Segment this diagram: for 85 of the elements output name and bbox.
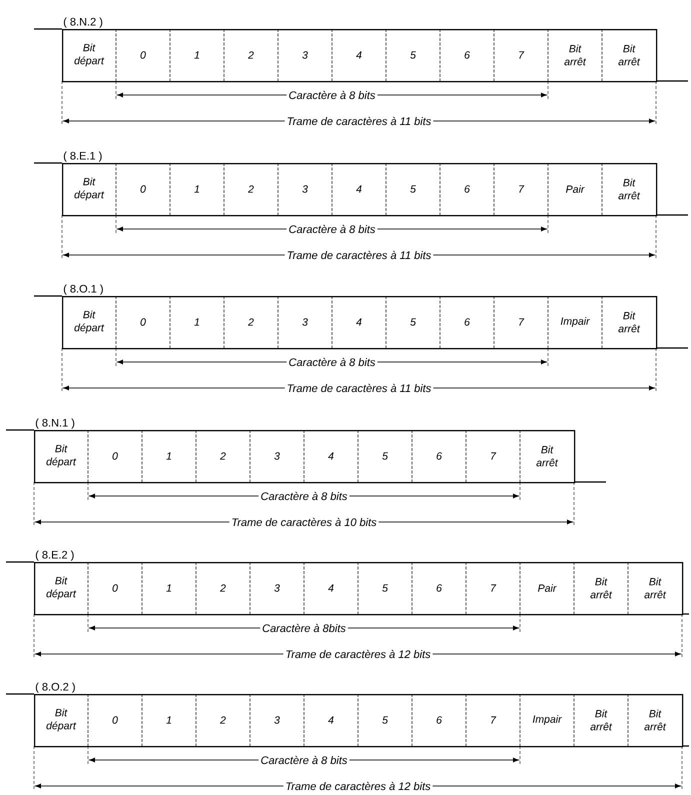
bit-label: 3	[302, 51, 308, 59]
bit-label: 7	[519, 318, 524, 326]
bit-label: 0	[140, 185, 146, 193]
bit-label: Bit arrêt	[590, 578, 612, 598]
bit-label: 5	[410, 185, 416, 193]
node-label: ( 8.E.2 )	[36, 550, 74, 561]
bit-label: 6	[436, 584, 442, 592]
bit-label: 2	[220, 452, 226, 460]
bit-label: 3	[302, 185, 308, 193]
dimension-label: Trame de caractères à 11 bits	[284, 382, 434, 394]
bit-label: Bit arrêt	[590, 710, 612, 730]
bit-label: 1	[194, 185, 200, 193]
bit-label: 4	[356, 318, 362, 326]
dimension-label: Caractère à 8 bits	[286, 88, 378, 102]
bit-label: 2	[220, 584, 226, 592]
bit-label: 5	[410, 51, 416, 59]
bit-label: Pair	[566, 185, 585, 193]
dimension-label: Caractère à 8 bits	[258, 754, 350, 766]
bit-label: 6	[436, 452, 442, 460]
bit-label: Bit arrêt	[644, 578, 666, 598]
bit-label: 4	[328, 452, 334, 460]
bit-label: 4	[328, 716, 334, 724]
dimension-label: Trame de caractères à 10 bits	[229, 516, 379, 528]
bit-label: 1	[166, 584, 172, 592]
bit-label: 2	[248, 185, 254, 193]
bit-label: 5	[382, 716, 388, 724]
bit-label: 3	[274, 584, 280, 592]
bit-label: 1	[166, 716, 172, 724]
bit-label: Bit départ	[74, 178, 104, 200]
bit-label: 7	[519, 185, 524, 193]
bit-label: 5	[410, 318, 416, 326]
node-label: ( 8.O.2 )	[36, 682, 75, 693]
bit-label: 6	[464, 318, 470, 326]
bit-label: 3	[302, 318, 308, 326]
bit-label: Impair	[532, 715, 562, 725]
dimension-label: Trame de caractères à 11 bits	[284, 114, 434, 128]
bit-label: 5	[382, 452, 388, 460]
bit-label: 4	[356, 185, 362, 193]
bit-label: 5	[382, 584, 388, 592]
node-label: ( 8.O.1 )	[64, 284, 103, 295]
bit-label: 1	[194, 51, 200, 59]
bit-label: 7	[519, 51, 524, 59]
bit-label: 7	[491, 584, 496, 592]
dimension-label: Trame de caractères à 11 bits	[284, 248, 434, 262]
dimension-label: Trame de caractères à 12 bits	[283, 648, 433, 660]
bit-label: 3	[274, 716, 280, 724]
bit-label: Bit arrêt	[644, 710, 666, 730]
bit-label: 0	[140, 51, 146, 59]
bit-label: 4	[328, 584, 334, 592]
bit-label: Bit départ	[46, 444, 76, 468]
bit-label: 3	[274, 452, 280, 460]
bit-label: 7	[491, 716, 496, 724]
node-label: ( 8.E.1 )	[64, 152, 102, 162]
bit-label: Bit arrêt	[618, 44, 640, 66]
bit-label: 7	[491, 452, 496, 460]
bit-label: Bit départ	[46, 708, 76, 732]
bit-label: 2	[248, 318, 254, 326]
dimension-label: Caractère à 8 bits	[286, 356, 378, 368]
bit-label: 6	[436, 716, 442, 724]
bit-label: 2	[220, 716, 226, 724]
dimension-label: Caractère à 8 bits	[286, 222, 378, 236]
bit-label: Impair	[560, 317, 590, 327]
bit-label: Bit départ	[74, 310, 104, 334]
bit-label: 0	[112, 716, 118, 724]
bit-label: Bit arrêt	[564, 44, 586, 66]
bit-label: 1	[166, 452, 172, 460]
bit-label: 0	[112, 584, 118, 592]
node-label: ( 8.N.1 )	[36, 418, 74, 429]
bit-label: 4	[356, 51, 362, 59]
bit-label: Bit arrêt	[618, 312, 640, 332]
bit-label: Bit arrêt	[618, 178, 640, 200]
bit-label: 0	[140, 318, 146, 326]
dimension-label: Caractère à 8 bits	[258, 490, 350, 502]
bit-label: Bit départ	[74, 44, 104, 66]
bit-label: 1	[194, 318, 200, 326]
bit-label: 6	[464, 185, 470, 193]
bit-label: Pair	[538, 584, 557, 592]
bit-label: Bit arrêt	[536, 446, 558, 466]
bit-label: 6	[464, 51, 470, 59]
dimension-label: Trame de caractères à 12 bits	[283, 780, 433, 792]
bit-label: Bit départ	[46, 576, 76, 600]
node-label: ( 8.N.2 )	[64, 18, 102, 28]
bit-label: 2	[248, 51, 254, 59]
dimension-label: Caractère à 8bits	[260, 622, 348, 634]
bit-label: 0	[112, 452, 118, 460]
